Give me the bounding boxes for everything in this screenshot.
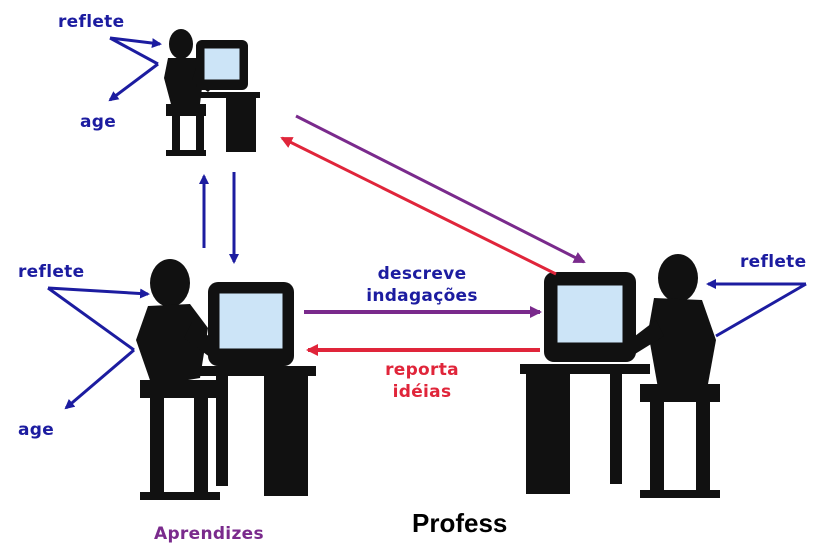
teacher-reflect-arrows <box>706 279 807 338</box>
teacher-reflete-label: reflete <box>740 252 807 272</box>
diagonal-exchange-arrows <box>280 114 586 276</box>
top-reflete-label: reflete <box>58 12 125 32</box>
descreve-label: descreve <box>377 264 467 284</box>
teacher-caption: Profess <box>412 508 508 538</box>
learner-reflect-act-arrows <box>47 286 150 410</box>
learners-caption: Aprendizes <box>154 524 264 544</box>
horizontal-exchange-arrows <box>304 306 542 356</box>
learner-reflete-label: reflete <box>18 262 85 282</box>
ideias-label: idéias <box>392 382 452 402</box>
top-reflect-act-arrows <box>108 36 162 102</box>
teacher-at-computer-icon <box>520 254 720 498</box>
reporta-label: reporta <box>385 360 459 380</box>
vertical-exchange-arrows <box>199 172 239 264</box>
top-age-label: age <box>80 112 117 132</box>
learner-age-label: age <box>18 420 55 440</box>
top-person-at-computer-icon <box>164 29 260 156</box>
indagacoes-label: indagações <box>366 286 478 306</box>
learner-at-computer-icon <box>136 259 316 500</box>
